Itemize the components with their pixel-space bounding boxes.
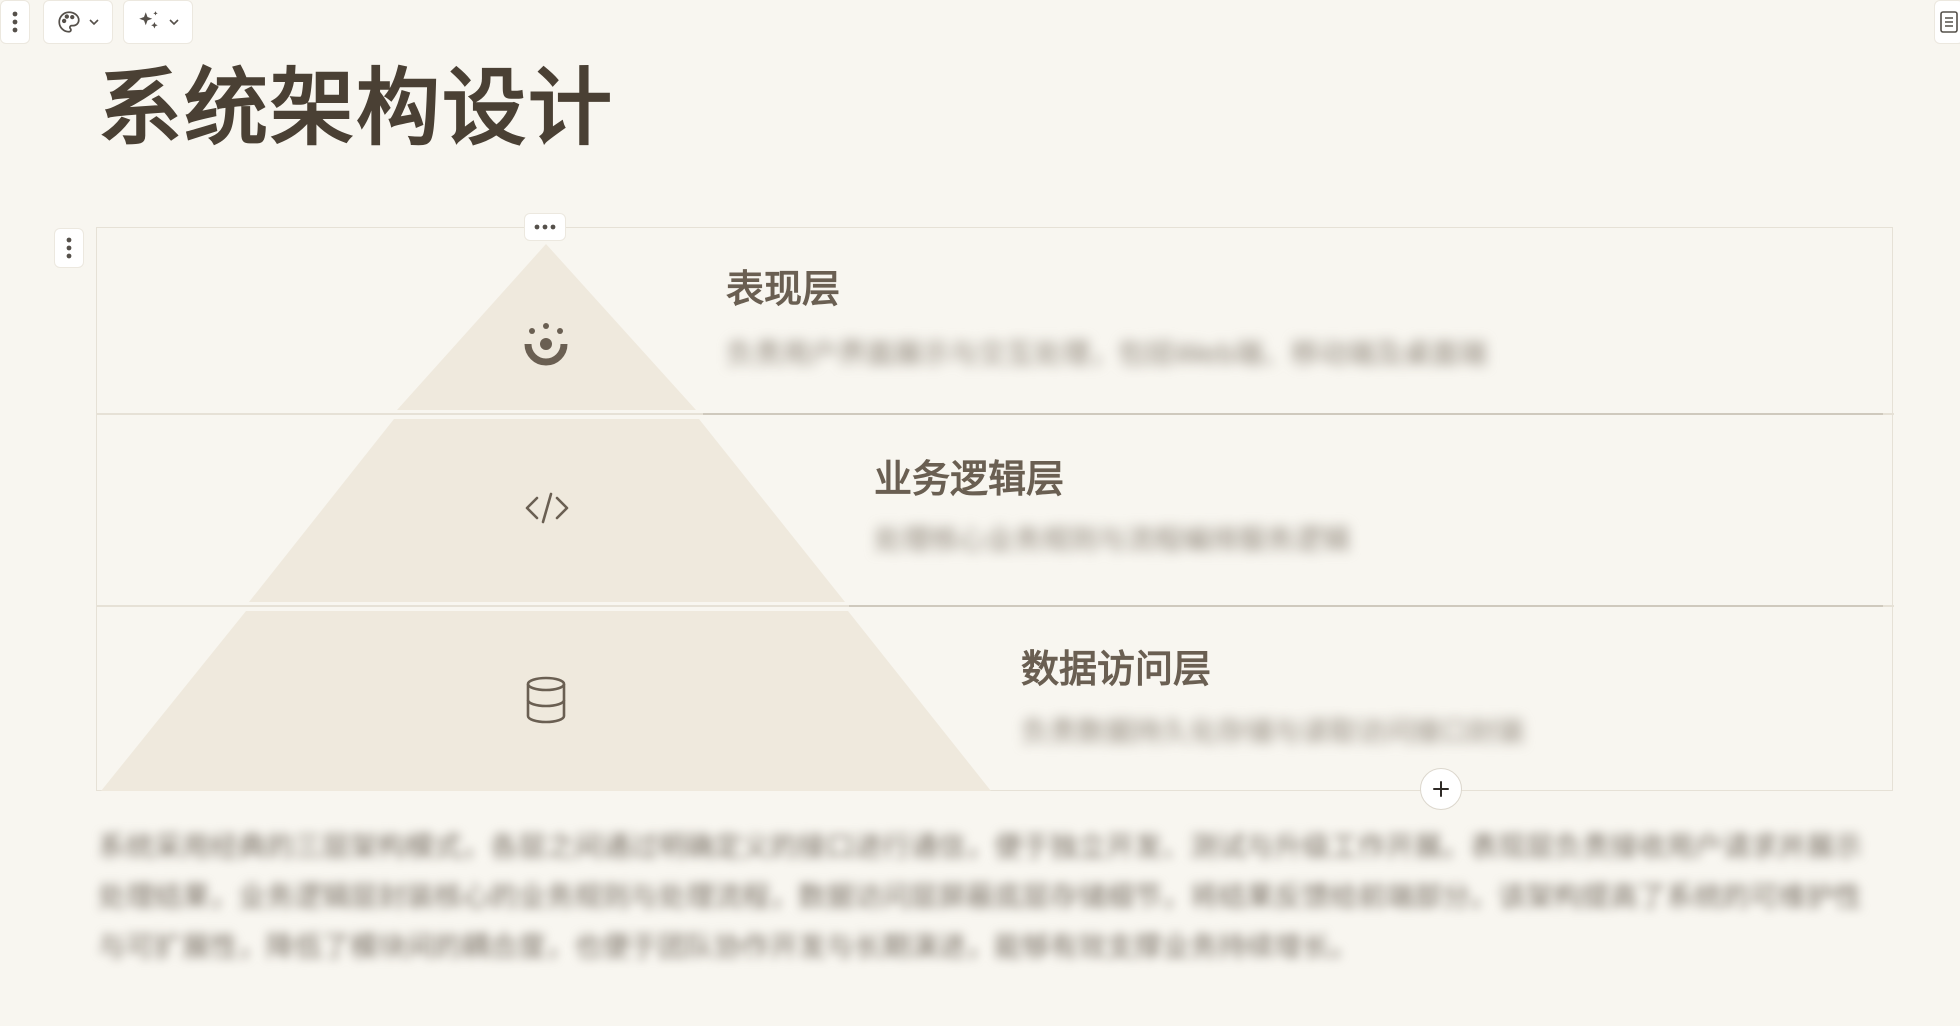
palette-icon [58,11,80,33]
code-icon [525,492,569,524]
layer-title-business-logic: 业务逻辑层 [874,457,1065,501]
document-icon [1940,11,1958,33]
layer-description-data-access: 负责数据持久化存储与读取访问接口封装 [1021,715,1526,748]
database-icon [526,676,566,724]
block-drag-handle[interactable] [54,228,84,268]
horizontal-dots-icon [534,224,556,230]
chevron-down-icon [89,19,99,26]
vertical-dots-icon [12,11,18,33]
pyramid-shape [97,244,1894,791]
page-title: 系统架构设计 [98,59,615,157]
user-interface-icon [524,323,568,366]
page-menu-button[interactable] [0,0,30,44]
add-layer-button[interactable] [1420,768,1462,810]
layer-title-presentation: 表现层 [726,267,841,311]
sparkles-icon [139,11,158,29]
top-toolbar [0,0,1960,48]
pyramid-diagram-block[interactable]: 表现层 负责用户界面展示与交互处理，包括Web端、移动端及桌面端 业务逻辑层 处… [96,227,1894,791]
layer-description-business-logic: 处理核心业务规则与流程编排服务逻辑 [874,523,1351,556]
side-panel-button[interactable] [1934,0,1960,44]
plus-icon [1433,781,1449,797]
layer-title-data-access: 数据访问层 [1021,647,1212,691]
block-more-options-button[interactable] [524,213,566,241]
chevron-down-icon [169,19,179,26]
ai-assist-button[interactable] [123,0,193,44]
layer-description-presentation: 负责用户界面展示与交互处理，包括Web端、移动端及桌面端 [726,337,1488,370]
description-paragraph: 系统采用经典的三层架构模式，各层之间通过明确定义的接口进行通信，便于独立开发、测… [98,830,1863,963]
vertical-dots-icon [66,237,72,259]
theme-palette-button[interactable] [43,0,113,44]
